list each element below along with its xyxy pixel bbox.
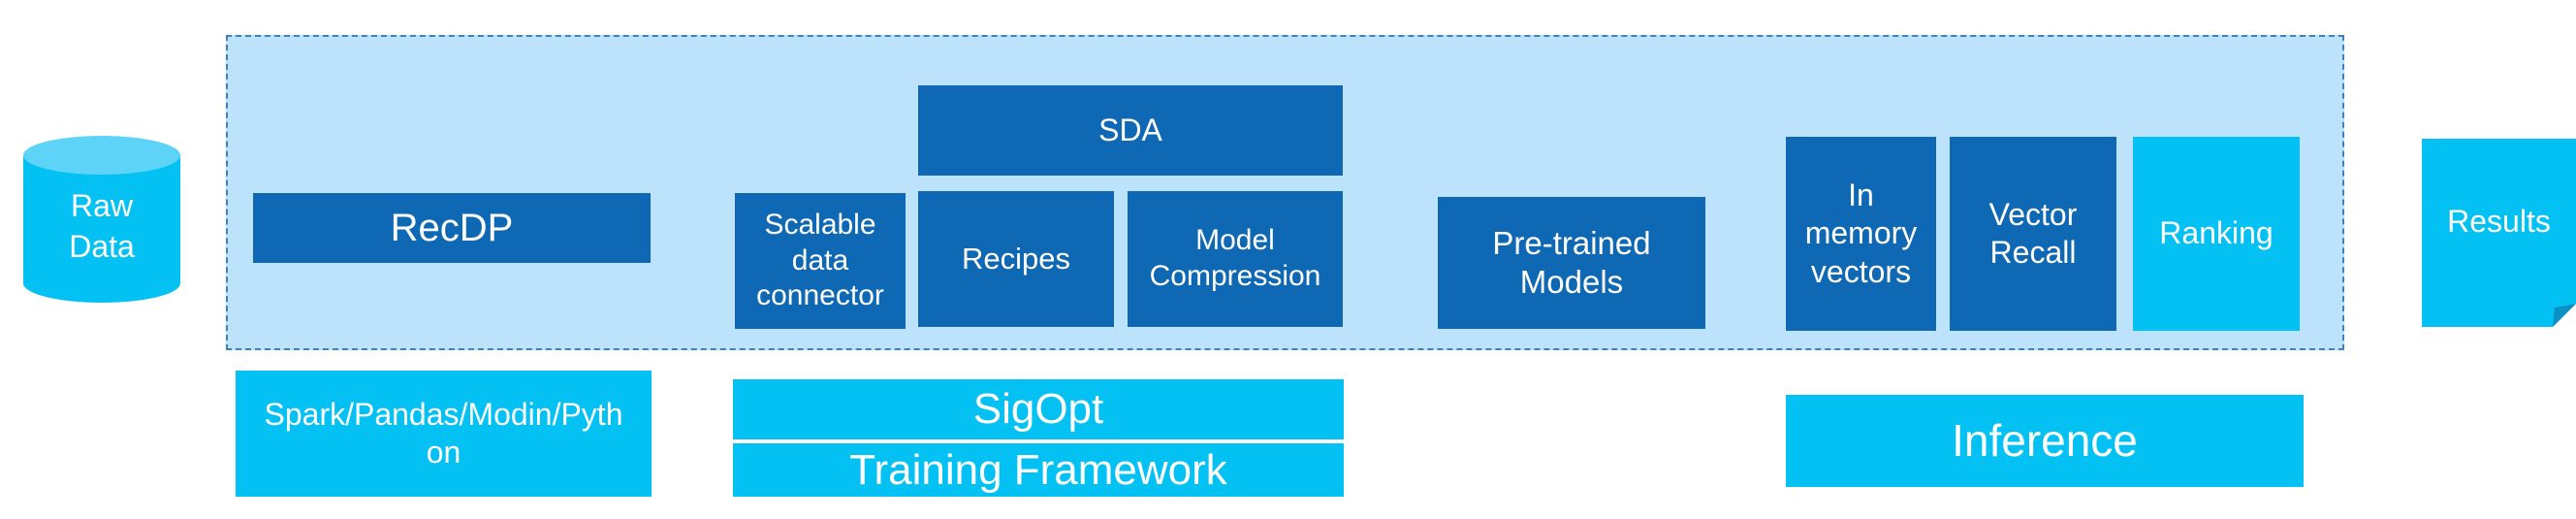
sda-label: SDA (1098, 112, 1162, 147)
scalable-data-connector-block: Scalable data connector (735, 193, 906, 329)
sda-block: SDA (918, 85, 1343, 176)
results-shape-icon (2422, 139, 2576, 327)
recdp-label: RecDP (390, 206, 514, 249)
results-block: Results (2422, 139, 2576, 328)
pretrained-models-label: Pre-trained Models (1492, 224, 1651, 300)
sigopt-label: SigOpt (972, 385, 1104, 434)
training-framework-block: Training Framework (733, 443, 1344, 497)
pretrained-models-block: Pre-trained Models (1438, 197, 1705, 329)
scalable-data-connector-label: Scalable data connector (756, 209, 884, 312)
raw-data-label: Raw Data (69, 188, 135, 264)
recdp-block: RecDP (253, 193, 651, 263)
model-compression-block: Model Compression (1128, 191, 1343, 327)
in-memory-vectors-label: In memory vectors (1804, 178, 1918, 289)
training-framework-label: Training Framework (849, 445, 1227, 494)
sigopt-block: SigOpt (733, 379, 1344, 439)
recipes-label: Recipes (962, 242, 1070, 276)
model-compression-label: Model Compression (1149, 224, 1321, 292)
spark-pandas-label: Spark/Pandas/Modin/Pyth on (264, 396, 623, 470)
ranking-label: Ranking (2159, 215, 2274, 251)
database-icon (23, 136, 180, 303)
vector-recall-label: Vector Recall (1988, 196, 2078, 270)
ranking-block: Ranking (2133, 137, 2300, 331)
in-memory-vectors-block: In memory vectors (1786, 137, 1936, 331)
inference-label: Inference (1952, 415, 2138, 467)
vector-recall-block: Vector Recall (1950, 137, 2116, 331)
raw-data-cylinder: Raw Data (23, 136, 180, 303)
spark-pandas-block: Spark/Pandas/Modin/Pyth on (236, 371, 652, 497)
results-label: Results (2447, 203, 2551, 239)
inference-block: Inference (1786, 395, 2304, 487)
recipes-block: Recipes (918, 191, 1114, 327)
